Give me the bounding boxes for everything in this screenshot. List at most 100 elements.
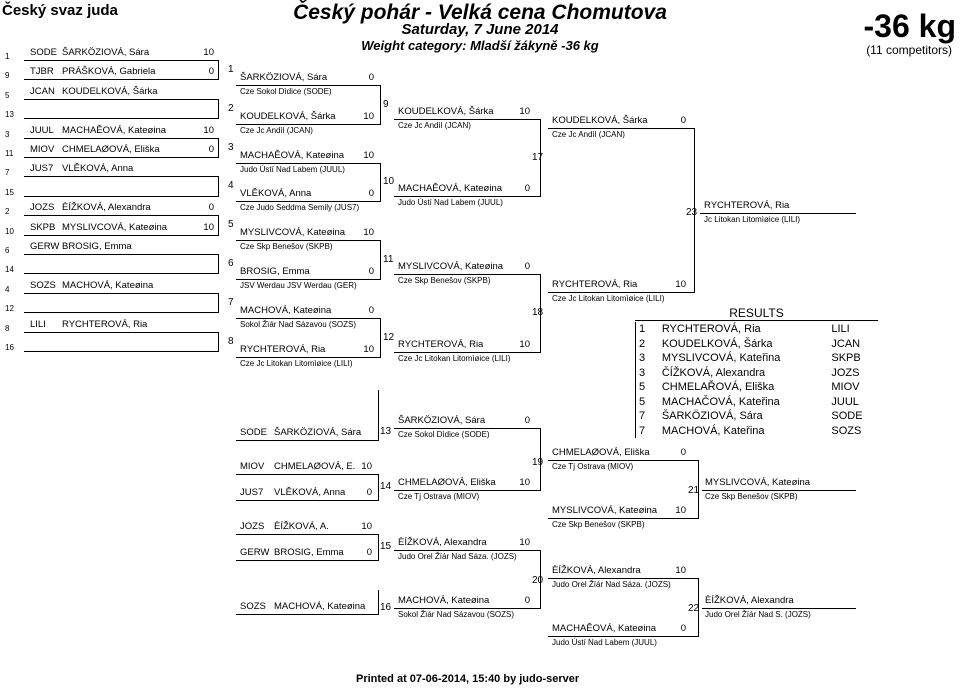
competitor-name: MACHAĚOVÁ, Kateøina [398,183,503,194]
match-number: 9 [383,99,389,110]
bracket-line [24,99,218,100]
club-code: GERW [240,547,270,558]
seed-number: 1 [5,52,10,61]
competitor-name: ÈÍŽKOVÁ, Alexandra [705,595,794,606]
competitor-name: CHMELAØOVÁ, E. [274,461,356,472]
footer-printed: Printed at 07-06-2014, 15:40 by judo-ser… [356,673,580,685]
seed-number: 4 [5,285,10,294]
result-name: RYCHTEROVÁ, Ria [661,323,761,335]
bracket-line [24,332,218,333]
club-name: Cze Judo Seddma Semily (JUS7) [240,203,360,212]
match-score: 10 [203,47,214,58]
seed-number: 2 [5,207,10,216]
bracket-line [24,293,218,294]
bracket-line [236,440,378,441]
match-number: 15 [380,541,392,552]
match-score: 10 [675,279,686,290]
result-name: KOUDELKOVÁ, Šárka [661,337,773,350]
match-number: 21 [688,485,700,496]
bracket-line [236,201,380,202]
club-code: SODE [240,427,267,438]
match-number: 7 [228,297,234,308]
bracket-line [380,163,381,202]
competitor-name: RYCHTEROVÁ, Ria [704,200,790,211]
club-name: Cze Jc Andìl (JCAN) [240,126,313,135]
bracket-line [394,196,540,197]
competitor-name: MYSLIVCOVÁ, Kateøina [705,477,811,488]
club-name: Cze Jc Litokan Litomìøice (LILI) [552,294,665,303]
result-club: JCAN [831,337,861,350]
match-score: 10 [363,227,374,238]
bracket-line [380,318,381,358]
match-number: 14 [380,481,392,492]
bracket-line [698,578,699,637]
result-place: 1 [639,323,646,335]
club-name: Cze Jc Litokan Litomìøice (LILI) [398,354,511,363]
match-score: 0 [366,487,372,498]
club-name: Cze Skp Benešov (SKPB) [552,520,645,529]
competitor-name: CHMELAØOVÁ, Eliška [552,447,650,458]
bracket-line [694,128,695,293]
club-name: Cze Sokol Dìdice (SODE) [240,87,332,96]
bracket-line [236,534,378,535]
club-code: JUS7 [240,487,264,498]
club-name: Jc Litokan Litomìøice (LILI) [704,215,801,224]
club-code: GERW [30,241,60,252]
seed-number: 8 [5,324,10,333]
results-title: RESULTS [635,306,878,321]
club-name: Sokol Žïár Nad Sázavou (SOZS) [240,320,357,329]
bracket-line [540,119,541,197]
category-label: -36 kg [863,8,956,44]
club-name: Judo Orel Žïár Nad S. (JOZS) [705,610,811,619]
bracket-line [24,60,218,61]
bracket-line [236,318,380,319]
match-score: 0 [208,144,214,155]
bracket-line [24,351,218,352]
bracket-line [236,560,378,561]
bracket-line [218,332,219,352]
club-name: Cze Sokol Dìdice (SODE) [398,430,490,439]
match-score: 10 [203,125,214,136]
bracket-line [700,213,856,214]
club-name: Cze Tj Ostrava (MIOV) [398,492,480,501]
result-place: 3 [639,366,646,379]
result-name: CHMELAŘOVÁ, Eliška [661,381,775,393]
competitor-name: MYSLIVCOVÁ, Kateøina [398,261,504,272]
bracket-line [702,608,856,609]
match-number: 18 [532,307,544,318]
seed-number: 3 [5,130,10,139]
competitor-name: MACHOVÁ, Kateøina [274,601,366,612]
bracket-line [24,254,218,255]
club-code: JOZS [240,521,265,532]
bracket-line [380,85,381,125]
match-number: 5 [228,219,234,230]
bracket-line [394,428,540,429]
bracket-line [218,138,219,158]
bracket-line [540,550,541,609]
match-score: 0 [680,447,686,458]
bracket-line [24,176,218,177]
competitor-name: VLĚKOVÁ, Anna [240,188,312,199]
result-club: SODE [831,410,863,422]
competitor-name: ŠARKÖZIOVÁ, Sára [274,427,362,438]
competitor-name: VLĚKOVÁ, Anna [62,163,134,174]
result-place: 5 [639,381,646,393]
bracket-line [540,428,541,491]
bracket-line [540,274,541,353]
competitor-name: MACHOVÁ, Kateøina [240,305,332,316]
competitor-name: MACHOVÁ, Kateøina [62,280,154,291]
result-club: SOZS [831,424,862,437]
match-number: 16 [380,602,392,613]
bracket-line [236,357,380,358]
competitor-name: PRÁŠKOVÁ, Gabriela [62,66,156,77]
bracket-line [702,490,856,491]
club-name: Cze Jc Litokan Litomìøice (LILI) [240,359,353,368]
match-score: 10 [675,505,686,516]
match-score: 0 [524,595,530,606]
match-score: 10 [519,106,530,117]
bracket-line [24,118,218,119]
